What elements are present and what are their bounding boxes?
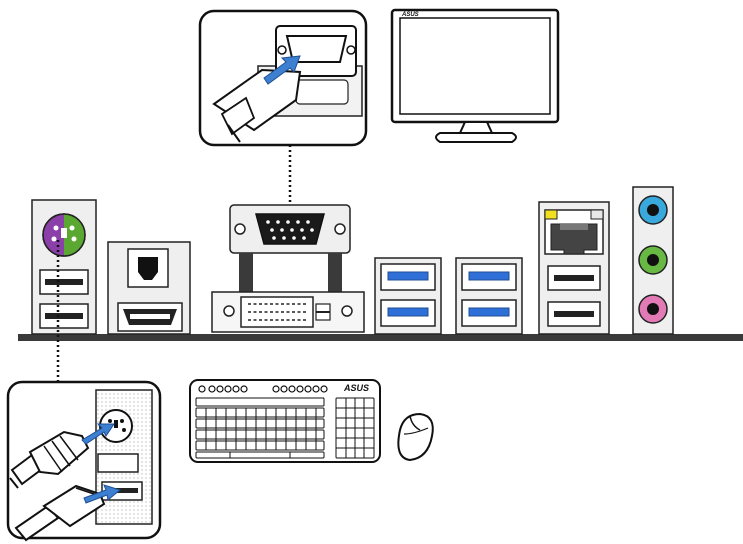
audio-jack-stack [633, 187, 673, 334]
audio-jack-mic-icon [639, 295, 667, 323]
usb3-port-stack [456, 258, 522, 334]
usb3-port-icon [381, 300, 435, 326]
monitor-icon: ASUS [392, 10, 558, 142]
keyboard-icon: ASUS [190, 380, 380, 462]
lan-usb-port-stack [539, 202, 609, 334]
rear-panel-baseline [18, 334, 743, 341]
optical-hdmi-port-stack [108, 242, 190, 334]
vga-connection-callout [200, 11, 366, 145]
usb3-port-icon [462, 264, 516, 290]
ps2-usb-port-stack [32, 200, 96, 334]
usb2-port-icon [548, 266, 600, 290]
usb2-port-icon [548, 302, 600, 326]
optical-port-icon [128, 249, 168, 287]
usb3-port-stack [375, 258, 441, 334]
dvi-port-icon [212, 292, 364, 332]
ethernet-port-icon [545, 210, 603, 254]
usb3-port-icon [381, 264, 435, 290]
hdmi-port-icon [118, 303, 182, 331]
usb2-port-icon [40, 270, 88, 294]
usb2-port-icon [40, 304, 88, 328]
vga-dvi-port-stack [212, 205, 364, 332]
ps2-usb-connection-callout [8, 382, 160, 540]
audio-jack-line-out-icon [639, 246, 667, 274]
keyboard-brand-logo: ASUS [343, 383, 369, 393]
monitor-brand-logo: ASUS [401, 12, 419, 18]
audio-jack-line-in-icon [639, 196, 667, 224]
usb3-port-icon [462, 300, 516, 326]
ps2-connector-icon [43, 214, 85, 256]
mouse-icon [398, 414, 432, 460]
